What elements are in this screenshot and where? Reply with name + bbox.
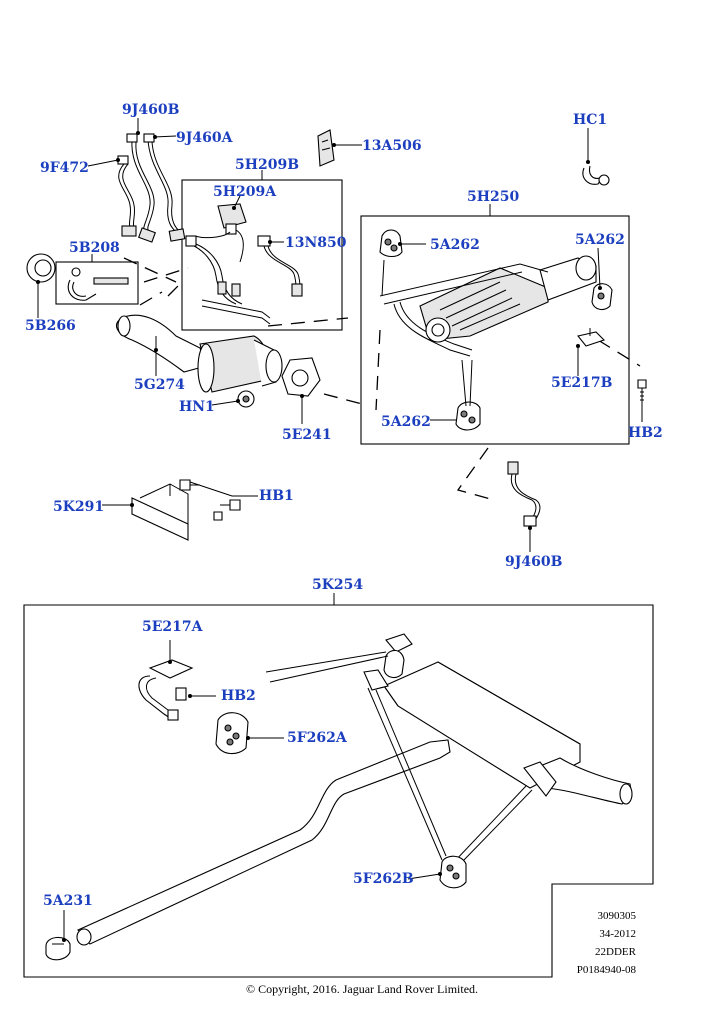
bracket-5E217A bbox=[138, 659, 194, 721]
bracket-5E217B bbox=[577, 328, 606, 347]
label-5A262-top[interactable]: 5A262 bbox=[430, 237, 480, 253]
reference-line-3: 22DDER bbox=[595, 946, 636, 958]
label-HB1[interactable]: HB1 bbox=[259, 488, 294, 504]
label-5A262-bottom[interactable]: 5A262 bbox=[381, 414, 431, 430]
label-13N850[interactable]: 13N850 bbox=[285, 235, 347, 251]
label-5H209A[interactable]: 5H209A bbox=[213, 184, 277, 200]
tailpipe-muffler-5K254 bbox=[76, 633, 633, 946]
label-5H250[interactable]: 5H250 bbox=[467, 189, 520, 205]
label-5E241[interactable]: 5E241 bbox=[282, 427, 332, 443]
label-5A262-right[interactable]: 5A262 bbox=[575, 232, 625, 248]
clamp-5A231 bbox=[45, 936, 71, 961]
label-HN1[interactable]: HN1 bbox=[179, 399, 215, 415]
label-5K254[interactable]: 5K254 bbox=[312, 577, 364, 593]
mount-5F262A bbox=[215, 712, 249, 755]
label-5F262B[interactable]: 5F262B bbox=[353, 871, 414, 887]
mount-5A262-top bbox=[379, 229, 403, 258]
oxygen-sensor-9F472 bbox=[117, 155, 137, 237]
intermediate-catalyst-5H250 bbox=[379, 255, 597, 357]
bracket-13A506 bbox=[317, 129, 335, 167]
heat-shield-5K291 bbox=[131, 483, 189, 541]
copyright-notice: © Copyright, 2016. Jaguar Land Rover Lim… bbox=[245, 982, 479, 996]
nut-HN1 bbox=[237, 390, 255, 408]
label-9F472[interactable]: 9F472 bbox=[40, 160, 89, 176]
reference-block: 3090305 34-2012 22DDER P0184940-08 bbox=[560, 907, 636, 979]
label-5E217A[interactable]: 5E217A bbox=[142, 619, 203, 635]
front-pipe-5G274 bbox=[116, 314, 207, 373]
label-5F262A[interactable]: 5F262A bbox=[287, 730, 347, 746]
label-5H209B[interactable]: 5H209B bbox=[235, 157, 300, 173]
catalyst bbox=[197, 335, 283, 393]
mount-5A262-right bbox=[591, 283, 613, 311]
label-5B266[interactable]: 5B266 bbox=[25, 318, 76, 334]
label-9J460B-rear[interactable]: 9J460B bbox=[505, 554, 563, 570]
mount-5F262B bbox=[439, 855, 467, 889]
group-box-5K254 bbox=[23, 604, 654, 978]
clamp-5B208 bbox=[67, 267, 129, 301]
gasket-5B266 bbox=[26, 253, 56, 283]
label-5K291[interactable]: 5K291 bbox=[53, 499, 105, 515]
label-9J460B-front[interactable]: 9J460B bbox=[122, 102, 180, 118]
reference-line-1: 3090305 bbox=[597, 910, 637, 922]
label-HB2-lower[interactable]: HB2 bbox=[221, 688, 256, 704]
reference-line-4: P0184940-08 bbox=[576, 964, 636, 976]
mount-5A262-bottom bbox=[455, 401, 481, 431]
label-HB2-right[interactable]: HB2 bbox=[628, 425, 663, 441]
label-5A231[interactable]: 5A231 bbox=[43, 893, 93, 909]
label-HC1[interactable]: HC1 bbox=[573, 112, 608, 128]
label-5B208[interactable]: 5B208 bbox=[69, 240, 120, 256]
label-5G274[interactable]: 5G274 bbox=[134, 377, 185, 393]
bolt-HB1 bbox=[179, 479, 241, 521]
bolt-HB2-right bbox=[637, 379, 647, 404]
oxygen-sensor-front bbox=[126, 133, 186, 243]
harness-13N850 bbox=[257, 235, 303, 297]
group-box-5H250 bbox=[360, 215, 630, 445]
group-box-5B208 bbox=[55, 261, 139, 305]
label-9J460A[interactable]: 9J460A bbox=[176, 130, 233, 146]
reference-line-2: 34-2012 bbox=[599, 928, 636, 940]
gasket-5E241 bbox=[281, 357, 321, 397]
label-13A506[interactable]: 13A506 bbox=[362, 138, 422, 154]
clip-HC1 bbox=[582, 165, 610, 186]
label-5E217B[interactable]: 5E217B bbox=[551, 375, 613, 391]
oxygen-sensor-rear bbox=[507, 461, 541, 527]
harness-5H209A bbox=[185, 203, 271, 325]
